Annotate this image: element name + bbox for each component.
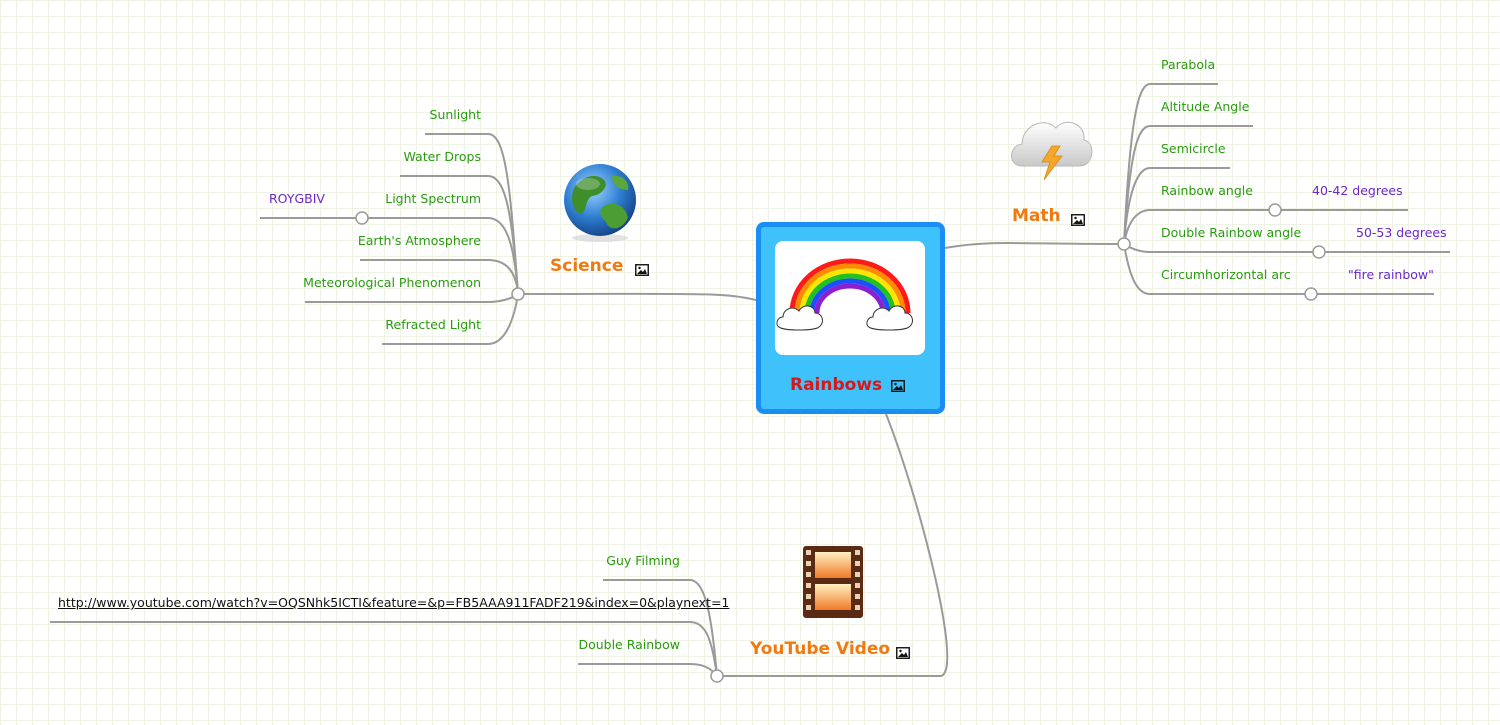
image-attachment-icon[interactable] [1071,211,1085,226]
connector-central-youtube [717,413,949,677]
connector-refracted-light [382,293,519,345]
topic-circumhorizontal-arc[interactable]: Circumhorizontal arc [1161,267,1291,282]
connector-central-math [944,242,1125,249]
storm-cloud-icon [1011,121,1093,181]
image-attachment-icon[interactable] [635,261,649,276]
central-topic-node[interactable]: Rainbows [756,222,945,414]
connector-link [50,621,718,677]
connector-semicircle [1123,167,1230,245]
subtopic-50-53-degrees[interactable]: 50-53 degrees [1356,225,1447,240]
rainbow-angle-toggle-node [1268,203,1282,217]
subtopic-40-42-degrees[interactable]: 40-42 degrees [1312,183,1403,198]
youtube-link[interactable]: http://www.youtube.com/watch?v=OQSNhk5IC… [58,595,730,610]
connector-altitude-angle [1123,125,1253,245]
connector-light-spectrum [362,217,519,295]
youtube-branch-title[interactable]: YouTube Video [750,639,891,659]
topic-double-rainbow[interactable]: Double Rainbow [578,637,680,652]
globe-icon [564,164,636,242]
image-attachment-icon[interactable] [891,377,905,392]
connector-earths-atmosphere [360,259,519,295]
connector-double-rainbow-angle [1123,243,1319,253]
youtube-toggle-node [710,669,724,683]
subtopic-roygbiv[interactable]: ROYGBIV [269,191,325,206]
topic-guy-filming[interactable]: Guy Filming [606,553,680,568]
topic-semicircle[interactable]: Semicircle [1161,141,1226,156]
topic-refracted-light[interactable]: Refracted Light [385,317,481,332]
topic-light-spectrum[interactable]: Light Spectrum [385,191,481,206]
rainbow-icon [776,258,913,331]
topic-rainbow-angle[interactable]: Rainbow angle [1161,183,1253,198]
topic-sunlight[interactable]: Sunlight [429,107,481,122]
connector-meteorological [305,293,519,303]
connector-guy-filming [603,579,718,677]
topic-parabola[interactable]: Parabola [1161,57,1216,72]
image-attachment-icon[interactable] [896,644,910,659]
math-toggle-node [1117,237,1131,251]
topic-water-drops[interactable]: Water Drops [403,149,481,164]
rainbow-image [775,241,925,355]
connector-double-rainbow [578,663,718,677]
subtopic-fire-rainbow[interactable]: "fire rainbow" [1348,267,1434,282]
topic-meteorological-phenomenon[interactable]: Meteorological Phenomenon [303,275,481,290]
topic-earths-atmosphere[interactable]: Earth's Atmosphere [357,233,481,248]
connector-rainbow-angle [1123,209,1275,245]
film-strip-icon [803,546,863,618]
connector-central-science [517,292,757,301]
double-rainbow-angle-toggle-node [1312,245,1326,259]
math-branch-title[interactable]: Math [1012,206,1061,226]
science-branch-title[interactable]: Science [550,256,624,276]
topic-altitude-angle[interactable]: Altitude Angle [1161,99,1250,114]
topic-double-rainbow-angle[interactable]: Double Rainbow angle [1161,225,1302,240]
science-toggle-node [511,287,525,301]
circumhorizontal-toggle-node [1304,287,1318,301]
roygbiv-toggle-node [355,211,369,225]
central-topic-title: Rainbows [790,375,883,395]
connector-circumhorizontal [1123,243,1311,295]
